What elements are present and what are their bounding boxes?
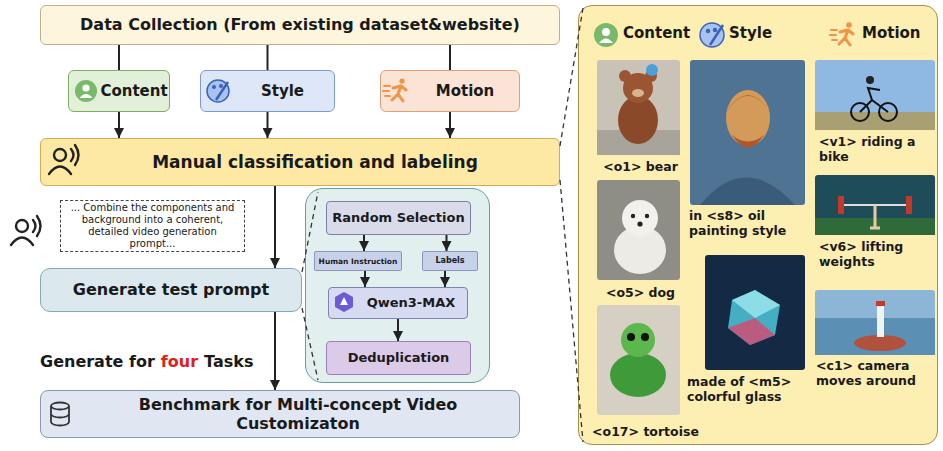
flow-arrow: [267, 112, 269, 138]
process-box: Generate test prompt: [40, 268, 302, 312]
node-text: Labels: [435, 256, 464, 266]
node-text: Deduplication: [348, 350, 450, 366]
zoom-lines: [302, 8, 583, 442]
model-box: Qwen3-MAX: [328, 287, 468, 319]
flow-arrow: [118, 45, 120, 70]
flow-arrow: [449, 45, 451, 70]
node-text: <c1> camera moves around: [816, 358, 936, 388]
category-box: Content: [68, 70, 170, 112]
flow-arrow: [267, 45, 269, 70]
input-box: Labels: [422, 251, 478, 271]
category-box: Motion: [380, 70, 520, 112]
label-row: Generate for four Tasks: [40, 352, 259, 371]
node-text: Data Collection (From existing dataset&w…: [80, 15, 520, 34]
process-box: Random Selection: [326, 201, 471, 235]
annotation-text: Tasks: [204, 352, 253, 371]
note-box: ... Combine the components and backgroun…: [60, 200, 245, 252]
flow-arrow: [274, 312, 276, 390]
output-box: Benchmark for Multi-concept Video Custom…: [40, 390, 520, 438]
node-text: made of <m5> colorful glass: [687, 374, 817, 404]
node-text: Random Selection: [332, 210, 464, 226]
node-text: Content: [623, 24, 713, 42]
example-panel: Content Style Motion <o1> bear in <s8> oil p…: [578, 5, 938, 445]
node-text: <o17> tortoise: [583, 424, 708, 439]
node-text: <o1> bear: [593, 159, 688, 174]
process-box: Data Collection (From existing dataset&w…: [40, 5, 560, 45]
icon-wave: [33, 220, 36, 232]
detail-panel: Random SelectionHuman Instruction LabelsQ…: [305, 188, 490, 383]
process-box: Deduplication: [326, 341, 471, 375]
flow-arrow: [449, 112, 451, 138]
node-text: ... Combine the components and backgroun…: [65, 202, 240, 250]
node-text: Generate test prompt: [73, 280, 269, 299]
icon-head: [16, 220, 28, 232]
node-text: Motion: [862, 24, 932, 42]
node-text: Manual classification and labeling: [152, 152, 478, 172]
node-text: Human Instruction: [319, 257, 398, 266]
node-text: Qwen3-MAX: [367, 295, 456, 311]
node-text: <o5> dog: [593, 285, 688, 300]
input-box: Human Instruction: [314, 251, 402, 271]
process-box: Manual classification and labeling: [40, 138, 560, 186]
flow-arrow: [118, 112, 120, 138]
annotation-text: Generate for: [40, 352, 155, 371]
node-text: Style: [729, 24, 789, 42]
node-text: Style: [261, 82, 304, 100]
node-text: Benchmark for Multi-concept Video Custom…: [77, 395, 519, 433]
person-icon: [11, 216, 41, 245]
node-text: <v6> lifting weights: [819, 239, 929, 269]
icon-body: [11, 238, 33, 246]
node-text: in <s8> oil painting style: [689, 208, 814, 238]
flow-arrow: [274, 186, 276, 268]
node-text: Motion: [436, 82, 495, 100]
category-box: Style: [200, 70, 335, 112]
node-text: Content: [100, 82, 167, 100]
annotation-text: four: [161, 352, 198, 371]
icon-wave: [37, 216, 41, 236]
node-text: <v1> riding a bike: [819, 134, 929, 164]
